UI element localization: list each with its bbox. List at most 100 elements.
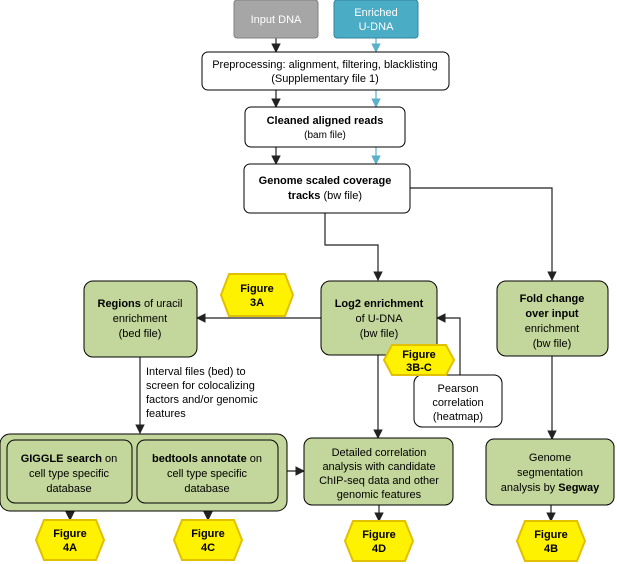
figure-badge-3bc: Figure 3B-C (382, 344, 456, 376)
fold-change-label-line1: Fold change (520, 293, 585, 305)
bedtools-node: bedtools annotate on cell type specific … (136, 439, 279, 504)
figure-badge-4d-line2: 4D (372, 543, 386, 555)
giggle-label-line2: cell type specific (29, 468, 110, 480)
figure-badge-3a: Figure 3A (219, 273, 295, 317)
segmentation-node: Genome segmentation analysis by Segway (485, 438, 615, 506)
input-dna-label: Input DNA (251, 14, 302, 26)
bedtools-rest: on (247, 453, 262, 465)
segmentation-rest: analysis by (501, 482, 558, 494)
interval-annotation: Interval files (bed) to screen for coloc… (146, 366, 258, 420)
enriched-udna-box (333, 0, 419, 39)
coverage-tracks-node: Genome scaled coverage tracks (bw file) (243, 163, 411, 214)
detailed-box (303, 437, 454, 506)
segmentation-label-line3: analysis by Segway (501, 482, 600, 494)
figure-badge-4c-line1: Figure (191, 528, 225, 540)
cleaned-reads-node: Cleaned aligned reads (bam file) (244, 106, 406, 148)
log2-label-line3: (bw file) (360, 328, 399, 340)
bedtools-label-line3: database (184, 483, 229, 495)
coverage-tracks-bold: tracks (288, 190, 320, 202)
pearson-label-line3: (heatmap) (433, 411, 483, 423)
interval-label-line3: factors and/or genomic (146, 394, 258, 406)
log2-label-line2: of U-DNA (355, 313, 403, 325)
bedtools-label-line1: bedtools annotate on (152, 453, 262, 465)
figure-badge-3bc-line2: 3B-C (406, 362, 432, 374)
giggle-rest: on (102, 453, 117, 465)
figure-badge-3a-line1: Figure (240, 283, 274, 295)
giggle-label-line3: database (46, 483, 91, 495)
giggle-bold: GIGGLE search (21, 453, 103, 465)
figure-badge-4a-line1: Figure (53, 528, 87, 540)
regions-box (83, 280, 198, 358)
regions-rest: of uracil (141, 298, 183, 310)
interval-label-line4: features (146, 408, 186, 420)
figure-badge-4b-shape (515, 520, 587, 562)
figure-badge-4a-line2: 4A (63, 542, 77, 554)
pearson-box (413, 374, 503, 428)
connectors (65, 38, 557, 522)
preprocessing-label-line2: (Supplementary file 1) (271, 73, 379, 85)
arrow-pearson-loop (436, 313, 461, 375)
figure-badge-4a-shape (34, 519, 106, 561)
bedtools-box (136, 439, 279, 504)
regions-node: Regions of uracil enrichment (bed file) (83, 280, 198, 358)
log2-label-line1: Log2 enrichment (335, 298, 424, 310)
fold-change-node: Fold change over input enrichment (bw fi… (496, 280, 609, 357)
detailed-label-line1: Detailed correlation (332, 447, 427, 459)
figure-badge-4d-line1: Figure (362, 529, 396, 541)
regions-label-line2: enrichment (113, 313, 167, 325)
arrow-coverage-to-foldchange (410, 187, 557, 281)
fold-change-label-line3: enrichment (525, 323, 579, 335)
bedtools-label-line2: cell type specific (167, 468, 248, 480)
log2-box (320, 280, 438, 356)
cleaned-reads-box (244, 106, 406, 148)
bedtools-bold: bedtools annotate (152, 453, 247, 465)
figure-badge-4d: Figure 4D (343, 520, 415, 562)
log2-node: Log2 enrichment of U-DNA (bw file) (320, 280, 438, 356)
input-dna-node: Input DNA (233, 0, 319, 39)
figure-badge-4a: Figure 4A (34, 519, 106, 561)
cleaned-reads-label-line1: Cleaned aligned reads (267, 115, 384, 127)
fold-change-label-line4: (bw file) (533, 338, 572, 350)
detailed-node: Detailed correlation analysis with candi… (303, 437, 454, 506)
figure-badge-4b: Figure 4B (515, 520, 587, 562)
pearson-label-line2: correlation (432, 397, 483, 409)
preprocessing-label-line1: Preprocessing: alignment, filtering, bla… (212, 59, 438, 71)
figure-badge-4b-line1: Figure (534, 529, 568, 541)
regions-label-line1: Regions of uracil (98, 298, 183, 310)
detailed-label-line3: ChIP-seq data and other (319, 475, 439, 487)
preprocessing-node: Preprocessing: alignment, filtering, bla… (201, 51, 450, 91)
pearson-label-line1: Pearson (438, 383, 479, 395)
giggle-box (6, 439, 133, 504)
interval-label-line1: Interval files (bed) to (146, 366, 246, 378)
fold-change-box (496, 280, 609, 357)
segmentation-box (485, 438, 615, 506)
coverage-tracks-label-line1: Genome scaled coverage (259, 175, 392, 187)
segmentation-label-line2: segmentation (517, 467, 583, 479)
figure-badge-4d-shape (343, 520, 415, 562)
detailed-label-line4: genomic features (337, 489, 422, 501)
figure-badge-3bc-line1: Figure (402, 349, 436, 361)
interval-label-line2: screen for colocalizing (146, 380, 255, 392)
detailed-label-line2: analysis with candidate (322, 461, 435, 473)
coverage-tracks-label-line2: tracks (bw file) (288, 190, 362, 202)
preprocessing-box (201, 51, 450, 91)
figure-badge-4b-line2: 4B (544, 543, 558, 555)
figure-badge-4c-line2: 4C (201, 542, 215, 554)
fold-change-label-line2: over input (525, 308, 579, 320)
segmentation-bold: Segway (558, 482, 600, 494)
cleaned-reads-label-line2: (bam file) (304, 130, 346, 141)
giggle-label-line1: GIGGLE search on (21, 453, 118, 465)
giggle-node: GIGGLE search on cell type specific data… (6, 439, 133, 504)
regions-label-line3: (bed file) (119, 328, 162, 340)
input-dna-box (233, 0, 319, 39)
figure-badge-3bc-shape (382, 344, 456, 376)
figure-badge-4c-shape (172, 519, 244, 561)
figure-badge-4c: Figure 4C (172, 519, 244, 561)
segmentation-label-line1: Genome (529, 452, 571, 464)
enriched-udna-label-line2: U-DNA (359, 21, 394, 33)
regions-bold: Regions (98, 298, 141, 310)
coverage-tracks-file: (bw file) (320, 190, 362, 202)
figure-badge-3a-line2: 3A (250, 297, 264, 309)
arrow-coverage-to-log2 (324, 213, 383, 281)
pearson-node: Pearson correlation (heatmap) (413, 374, 503, 428)
